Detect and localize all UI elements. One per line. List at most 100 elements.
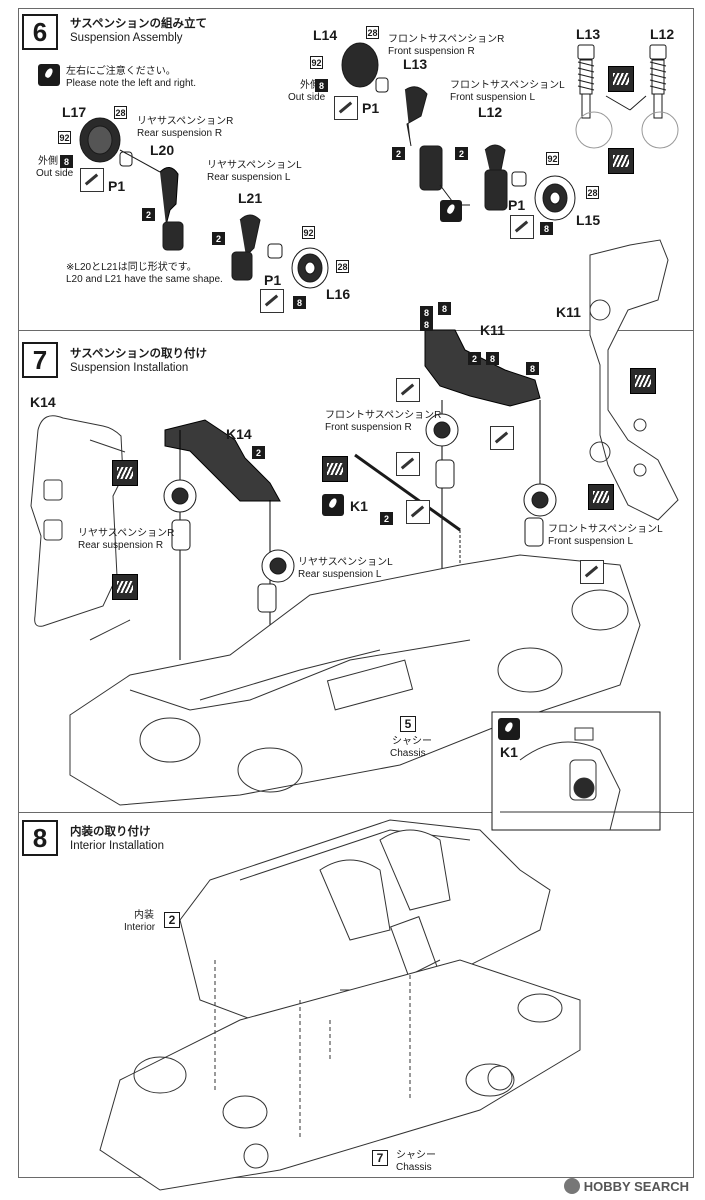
glue-icon-c <box>334 96 358 120</box>
front-suspension-r-drawing <box>341 42 456 206</box>
paint-icon-a <box>608 66 634 92</box>
glue-icon-i <box>580 560 604 584</box>
glue-icon-e <box>396 378 420 402</box>
chassis-step7 <box>69 554 641 806</box>
chassis-ref-7: 7 <box>372 1150 388 1166</box>
part-num-8-d: 8 <box>540 222 553 235</box>
part-l20: L20 <box>150 142 175 158</box>
front-r-label-ja-step7: フロントサスペンションR <box>325 410 442 421</box>
step-7-title: サスペンションの取り付け Suspension Installation <box>70 347 207 375</box>
caution-icon-2 <box>440 200 462 222</box>
rear-l-label-en-step7: Rear suspension L <box>298 569 382 580</box>
caution-icon-3 <box>322 494 344 516</box>
outside-label-ja-2: 外側 <box>300 80 320 91</box>
step-6-title-en: Suspension Assembly <box>70 32 183 44</box>
part-num-8-a: 8 <box>60 155 73 168</box>
part-p1-d: P1 <box>508 197 526 213</box>
rear-r-label-ja: リヤサスペンションR <box>137 116 234 127</box>
k1-inset-drawing <box>500 727 660 831</box>
caution-icon <box>38 64 60 86</box>
divider-step6-step7 <box>18 330 694 331</box>
watermark-text: HOBBY SEARCH <box>583 1178 689 1194</box>
part-num-28-a: 28 <box>114 106 127 119</box>
step-8-title-en: Interior Installation <box>70 840 164 852</box>
note-left-right-en: Please note the left and right. <box>66 78 197 89</box>
part-num-2-a: 2 <box>142 208 155 221</box>
rear-suspension-r-drawing <box>79 117 184 251</box>
caution-icon-4 <box>498 718 520 740</box>
rear-l-label-en: Rear suspension L <box>207 172 291 183</box>
part-num-2-b: 2 <box>212 232 225 245</box>
part-num-28-d: 28 <box>586 186 599 199</box>
same-shape-note-en: L20 and L21 have the same shape. <box>66 274 223 285</box>
note-left-right-ja: 左右にご注意ください。 <box>66 66 176 77</box>
part-l15: L15 <box>576 212 601 228</box>
part-k1-inset: K1 <box>500 744 518 760</box>
part-num-28-b: 28 <box>336 260 349 273</box>
chassis-label-ja-step8: シャシー <box>396 1150 436 1161</box>
paint-icon-b <box>608 148 634 174</box>
part-num-92-a: 92 <box>58 131 71 144</box>
part-k11-right: K11 <box>556 304 581 320</box>
part-num-8-h: 8 <box>486 352 499 365</box>
glue-icon-h <box>406 500 430 524</box>
rear-suspension-l-step7 <box>257 549 295 613</box>
step-8-title-ja: 内装の取り付け <box>70 826 151 838</box>
chassis-label-ja-step7: シャシー <box>392 736 432 747</box>
rear-suspension-l-drawing <box>231 214 329 289</box>
page-frame <box>18 8 694 1178</box>
part-l16: L16 <box>326 286 351 302</box>
part-l14: L14 <box>313 27 338 43</box>
front-r-label-en: Front suspension R <box>388 46 475 57</box>
watermark: HOBBY SEARCH <box>563 1178 689 1194</box>
front-l-label-en: Front suspension L <box>450 92 536 103</box>
part-k11: K11 <box>480 322 505 338</box>
step-6-title-ja: サスペンションの組み立て <box>70 18 207 30</box>
paint-icon-f <box>588 484 614 510</box>
chassis-ref-5: 5 <box>400 716 416 732</box>
glue-icon-f <box>490 426 514 450</box>
part-l21: L21 <box>238 190 263 206</box>
chassis-step8-drawing <box>99 959 581 1191</box>
part-num-2-e: 2 <box>252 446 265 459</box>
part-num-8-b: 8 <box>293 296 306 309</box>
front-suspension-l-step7 <box>523 483 557 547</box>
rear-r-label-ja-step7: リヤサスペンションR <box>78 528 175 539</box>
part-k14-left: K14 <box>30 394 56 410</box>
rear-r-label-en: Rear suspension R <box>137 128 223 139</box>
divider-step7-step8 <box>18 812 694 813</box>
front-l-label-ja: フロントサスペンションL <box>450 80 565 91</box>
front-suspension-l-drawing <box>455 144 576 221</box>
part-k1: K1 <box>350 498 368 514</box>
glue-icon-b <box>260 289 284 313</box>
part-num-92-d: 92 <box>546 152 559 165</box>
rear-l-label-ja-step7: リヤサスペンションL <box>298 557 393 568</box>
part-num-92-c: 92 <box>310 56 323 69</box>
paint-icon-e <box>630 368 656 394</box>
part-num-8-g: 8 <box>420 318 433 331</box>
rear-suspension-r-step7 <box>163 479 197 551</box>
strut-drawings-top-right <box>575 44 679 149</box>
step-8-title: 内装の取り付け Interior Installation <box>70 825 164 853</box>
step-6-number: 6 <box>22 14 58 50</box>
part-num-2-d: 2 <box>455 147 468 160</box>
rear-l-label-ja: リヤサスペンションL <box>207 160 302 171</box>
part-num-8-c: 8 <box>315 79 328 92</box>
glue-icon-d <box>510 215 534 239</box>
front-r-label-en-step7: Front suspension R <box>325 422 412 433</box>
step-7-title-en: Suspension Installation <box>70 362 189 374</box>
part-num-28-c: 28 <box>366 26 379 39</box>
interior-ref-2: 2 <box>164 912 180 928</box>
interior-label-ja: 内装 <box>134 910 154 921</box>
front-suspension-r-step7 <box>425 413 459 489</box>
part-num-2-f: 2 <box>468 352 481 365</box>
same-shape-note-ja: ※L20とL21は同じ形状です。 <box>66 262 197 273</box>
interior-tub-drawing <box>179 819 551 1031</box>
glue-icon-a <box>80 168 104 192</box>
part-l12-top: L12 <box>650 26 675 42</box>
part-l12: L12 <box>478 104 503 120</box>
k14-subframe-detail <box>30 415 131 641</box>
chassis-label-en-step7: Chassis <box>390 748 426 759</box>
